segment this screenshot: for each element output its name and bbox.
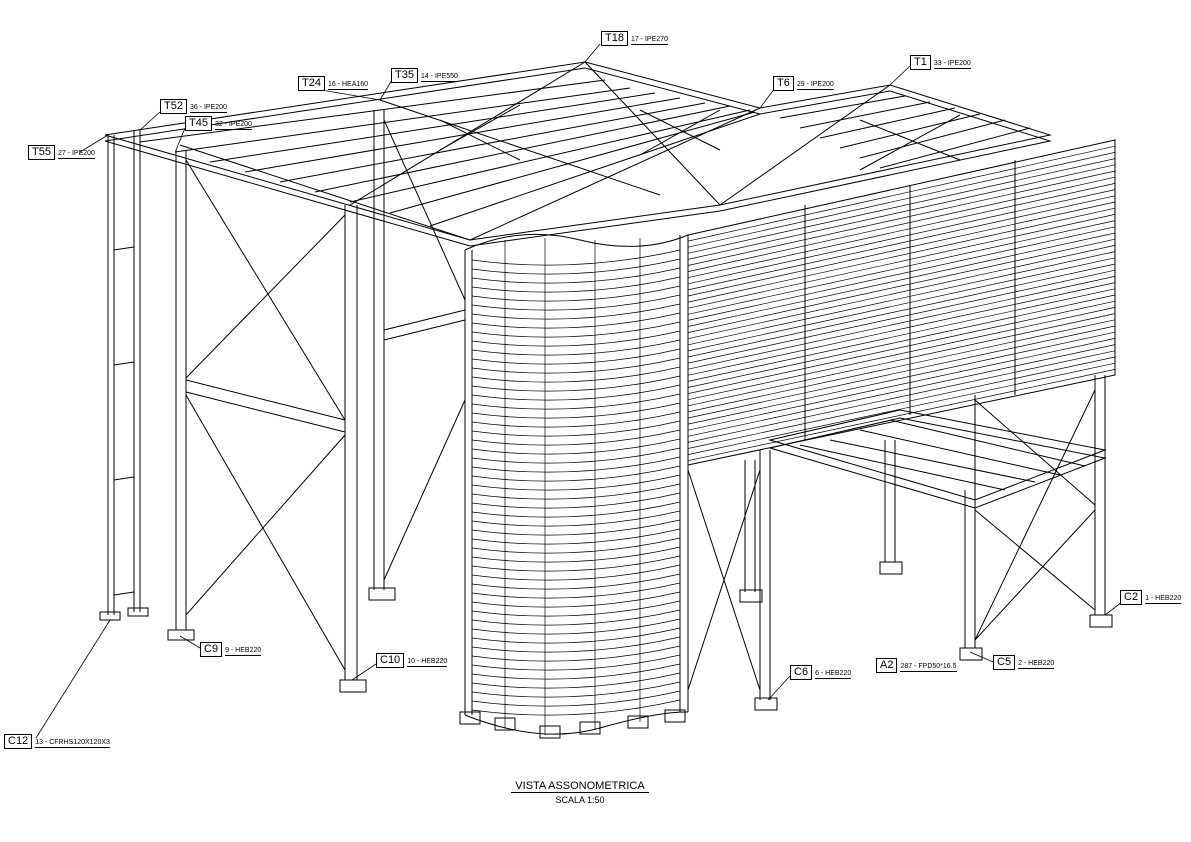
- label-code: T55: [28, 145, 55, 160]
- drawing-scale: SCALA 1:50: [555, 795, 605, 805]
- label-desc: 287 - FPD50*16.5: [900, 663, 957, 672]
- label-desc: 17 - IPE270: [630, 36, 668, 45]
- label-code: C2: [1120, 590, 1143, 605]
- label-code: T24: [298, 76, 325, 91]
- left-frame: [99, 110, 466, 693]
- label-code: C6: [790, 665, 813, 680]
- label-desc: 36 - IPE200: [189, 104, 227, 113]
- label-code: C10: [376, 653, 405, 668]
- label-t52: T52 36 - IPE200: [160, 99, 227, 114]
- label-t18: T18 17 - IPE270: [601, 31, 668, 46]
- right-frame: [687, 375, 1113, 711]
- label-code: A2: [876, 658, 898, 673]
- label-a2: A2 287 - FPD50*16.5: [876, 658, 957, 673]
- label-t55: T55 27 - IPE200: [28, 145, 95, 160]
- label-t6: T6 29 - IPE200: [773, 76, 834, 91]
- label-desc: 2 - HEB220: [1018, 660, 1055, 669]
- label-desc: 14 - IPE550: [420, 73, 458, 82]
- label-desc: 33 - IPE200: [933, 60, 971, 69]
- label-desc: 32 - IPE200: [214, 121, 252, 130]
- silo: [459, 233, 689, 739]
- drawing-title-block: VISTA ASSONOMETRICA SCALA 1:50: [480, 776, 680, 805]
- label-t35: T35 14 - IPE550: [391, 68, 458, 83]
- label-desc: 10 - HEB220: [407, 658, 448, 667]
- label-code: C5: [993, 655, 1016, 670]
- label-c5: C5 2 - HEB220: [993, 655, 1055, 670]
- drawing-title: VISTA ASSONOMETRICA: [511, 780, 649, 793]
- clad-wall: [687, 139, 1116, 466]
- label-code: C12: [4, 734, 33, 749]
- label-desc: 27 - IPE200: [57, 150, 95, 159]
- label-desc: 29 - IPE200: [796, 81, 834, 90]
- label-c6: C6 6 - HEB220: [790, 665, 852, 680]
- label-desc: 6 - HEB220: [815, 670, 852, 679]
- label-code: C9: [200, 642, 223, 657]
- label-c12: C12 13 - CFRHS120X120X3: [4, 734, 110, 749]
- label-c10: C10 10 - HEB220: [376, 653, 448, 668]
- label-code: T18: [601, 31, 628, 46]
- label-desc: 16 - HEA160: [327, 81, 369, 90]
- label-t1: T1 33 - IPE200: [910, 55, 971, 70]
- leader-lines: [35, 43, 1123, 739]
- label-code: T52: [160, 99, 187, 114]
- label-code: T1: [910, 55, 931, 70]
- roof-frame: [104, 61, 1052, 247]
- label-t45: T45 32 - IPE200: [185, 116, 252, 131]
- ladder: [107, 130, 141, 615]
- label-code: T6: [773, 76, 794, 91]
- label-t24: T24 16 - HEA160: [298, 76, 369, 91]
- label-desc: 13 - CFRHS120X120X3: [35, 739, 110, 748]
- label-c9: C9 9 - HEB220: [200, 642, 262, 657]
- label-desc: 1 - HEB220: [1145, 595, 1182, 604]
- label-c2: C2 1 - HEB220: [1120, 590, 1182, 605]
- label-code: T45: [185, 116, 212, 131]
- label-code: T35: [391, 68, 418, 83]
- label-desc: 9 - HEB220: [225, 647, 262, 656]
